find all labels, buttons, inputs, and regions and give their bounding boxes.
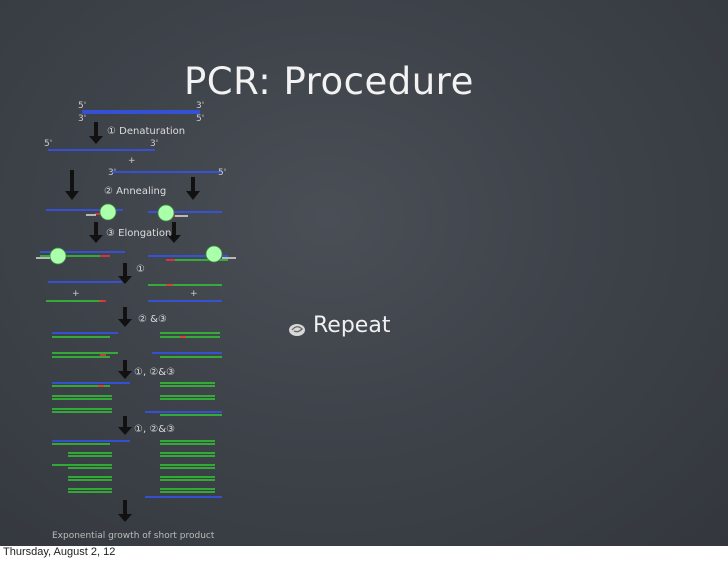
down-arrow-icon [186, 177, 200, 200]
end-label-5: 5' [196, 114, 204, 124]
end-label-3: 3' [108, 168, 116, 178]
step-annealing: ② Annealing [104, 186, 166, 197]
end-label-5: 5' [78, 101, 86, 111]
down-arrow-icon [118, 416, 132, 435]
polymerase-icon [99, 203, 117, 221]
end-label-5: 5' [218, 168, 226, 178]
swirl-bullet-icon [289, 324, 305, 336]
footer-date: Thursday, August 2, 12 [3, 546, 116, 558]
down-arrow-icon [118, 500, 132, 522]
pcr-diagram: 5' 3' 3' 5' ① Denaturation 5' 3' + 3' 5'… [36, 101, 236, 541]
bullet-text: Repeat [313, 313, 391, 338]
end-label-3: 3' [196, 101, 204, 111]
down-arrow-icon [118, 307, 132, 327]
down-arrow-icon [118, 360, 132, 379]
step-2-3: ② &③ [138, 314, 167, 325]
slide: PCR: Procedure 5' 3' 3' 5' ① Denaturatio… [0, 0, 728, 546]
plus-sign: + [128, 156, 136, 166]
plus-sign: + [72, 289, 80, 299]
down-arrow-icon [89, 222, 103, 243]
end-label-3: 3' [78, 114, 86, 124]
down-arrow-icon [167, 222, 181, 243]
end-label-3: 3' [150, 139, 158, 149]
step-1: ① [136, 264, 145, 275]
down-arrow-icon [118, 263, 132, 284]
plus-sign: + [190, 289, 198, 299]
polymerase-icon [157, 204, 175, 222]
diagram-caption: Exponential growth of short product [52, 531, 215, 541]
step-1-2-3: ①, ②&③ [134, 424, 175, 435]
step-denaturation: ① Denaturation [107, 126, 185, 137]
down-arrow-icon [65, 170, 79, 200]
end-label-5: 5' [44, 139, 52, 149]
down-arrow-icon [89, 122, 103, 144]
polymerase-icon [205, 245, 223, 263]
step-1-2-3: ①, ②&③ [134, 367, 175, 378]
polymerase-icon [49, 247, 67, 265]
step-elongation: ③ Elongation [106, 228, 171, 239]
slide-title: PCR: Procedure [184, 60, 474, 103]
